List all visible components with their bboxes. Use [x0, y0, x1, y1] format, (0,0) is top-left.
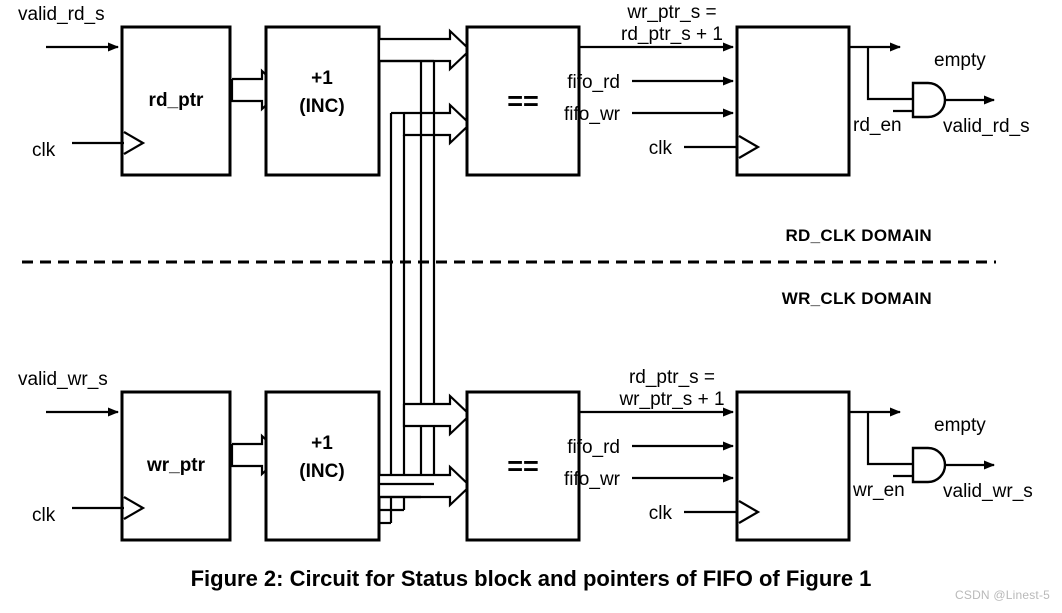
- wr-inc-block: [264, 390, 381, 542]
- rd-and-gate: [911, 81, 947, 119]
- wr-compare-bus-upper: [402, 393, 472, 437]
- rd-inc-block-label-1: +1: [311, 68, 333, 89]
- wr-compare-output-label-1: rd_ptr_s =: [629, 367, 715, 388]
- wr-compare-block: [465, 390, 581, 542]
- rd-status-block: [735, 25, 851, 177]
- rd-inc-to-compare-bus-upper: [377, 28, 472, 72]
- wr-ptr-block-label: wr_ptr: [146, 455, 206, 476]
- valid-wr-s-output-label: valid_wr_s: [943, 481, 1033, 502]
- rd-status-fifo-wr-label: fifo_wr: [564, 104, 621, 125]
- rd-inc-block-label-2: (INC): [299, 96, 344, 117]
- wr-inc-block-label-2: (INC): [299, 461, 344, 482]
- rd-en-label: rd_en: [853, 115, 902, 136]
- wr-and-gate: [911, 446, 947, 484]
- wr-inc-to-compare-bus-lower: [377, 464, 472, 508]
- rd-ptr-block: [120, 25, 232, 177]
- valid-wr-s-input-label: valid_wr_s: [18, 369, 108, 390]
- wr-compare-block-label: ==: [507, 451, 539, 481]
- rd-ptr-clock-wedge-icon: [123, 131, 146, 155]
- wr-status-clk-label: clk: [649, 503, 673, 524]
- wr-inc-block-label-1: +1: [311, 433, 333, 454]
- rd-status-fifo-rd-label: fifo_rd: [567, 72, 620, 93]
- wr-status-clock-wedge-icon: [738, 500, 761, 524]
- rd-inc-block: [264, 25, 381, 177]
- valid-rd-s-output-label: valid_rd_s: [943, 116, 1030, 137]
- rd-status-clock-wedge-icon: [738, 135, 761, 159]
- wr-en-wire: [866, 412, 913, 466]
- rd-compare-block: [465, 25, 581, 177]
- wr-empty-output-label: empty: [934, 415, 986, 436]
- wr-ptr-clock-wedge-icon: [123, 496, 146, 520]
- rd-ptr-block-label: rd_ptr: [149, 90, 205, 111]
- wr-ptr-block: [120, 390, 232, 542]
- rd-compare-output-label-2: rd_ptr_s + 1: [621, 24, 723, 45]
- wr-status-fifo-wr-label: fifo_wr: [564, 469, 621, 490]
- rd-clk-input-label: clk: [32, 140, 56, 161]
- rd-status-clk-label: clk: [649, 138, 673, 159]
- rd-compare-bus-lower: [402, 102, 472, 146]
- wr-status-block: [735, 390, 851, 542]
- valid-rd-s-input-label: valid_rd_s: [18, 4, 105, 25]
- rd-compare-block-label: ==: [507, 86, 539, 116]
- wr-en-label: wr_en: [852, 480, 905, 501]
- rd-empty-output-label: empty: [934, 50, 986, 71]
- wr-clk-domain-label: WR_CLK DOMAIN: [782, 289, 932, 308]
- rd-compare-output-label-1: wr_ptr_s =: [626, 2, 716, 23]
- rd-clk-domain-label: RD_CLK DOMAIN: [785, 226, 932, 245]
- wr-clk-input-label: clk: [32, 505, 56, 526]
- watermark: CSDN @Linest-5: [955, 588, 1051, 602]
- rd-en-wire: [866, 47, 913, 101]
- figure-caption: Figure 2: Circuit for Status block and p…: [190, 566, 872, 591]
- wr-status-fifo-rd-label: fifo_rd: [567, 437, 620, 458]
- wr-compare-output-label-2: wr_ptr_s + 1: [618, 389, 724, 410]
